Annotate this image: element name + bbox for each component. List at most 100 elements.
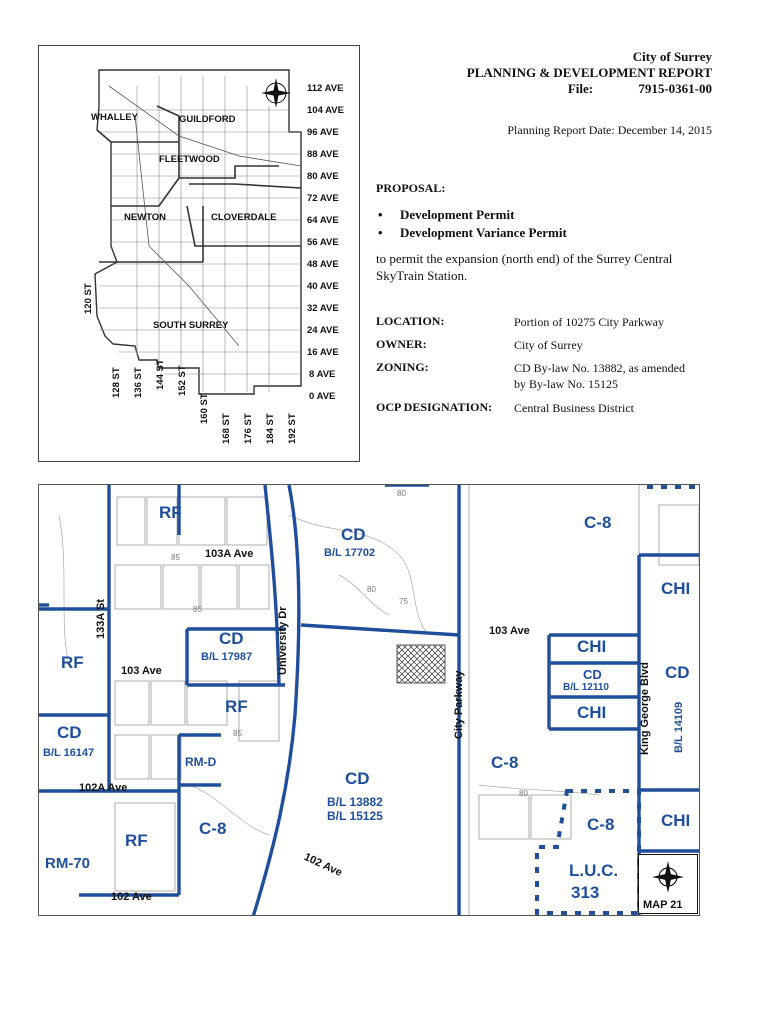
zone-rf-mid: RF [225, 697, 248, 716]
district-fleetwood: FLEETWOOD [159, 154, 220, 165]
street-144: 144 ST [155, 359, 166, 390]
avenue-72: 72 AVE [307, 193, 339, 204]
zone-cd-b-bylaw: B/L 12110 [563, 682, 609, 693]
street-103-ave-left: 103 Ave [121, 665, 162, 677]
zoning-value-2: by By-law No. 15125 [514, 377, 618, 391]
avenue-80: 80 AVE [307, 171, 339, 182]
proposal-heading: PROPOSAL: [376, 181, 446, 195]
avenue-56: 56 AVE [307, 237, 339, 248]
proposal-item: Development Permit [376, 206, 567, 224]
avenue-104: 104 AVE [307, 105, 344, 116]
street-103-ave-right: 103 Ave [489, 625, 530, 637]
zone-c8-mid: C-8 [491, 753, 519, 772]
avenue-96: 96 AVE [307, 127, 339, 138]
report-header: City of Surrey PLANNING & DEVELOPMENT RE… [467, 49, 712, 97]
contour-lines [58, 514, 600, 836]
proposal-list: Development Permit Development Variance … [376, 206, 567, 242]
zone-cd-b: CD [583, 667, 602, 682]
district-whalley: WHALLEY [91, 112, 138, 123]
avenue-112: 112 AVE [307, 83, 344, 94]
zone-luc-2: 313 [571, 883, 600, 902]
avenue-40: 40 AVE [307, 281, 339, 292]
luc-boundary [535, 789, 641, 915]
contour-label: 85 [193, 605, 202, 614]
street-133a-st: 133A St [95, 599, 107, 639]
contour-label: 80 [519, 789, 528, 798]
contour-label: 80 [397, 489, 406, 498]
zone-chi-low-right: CHI [661, 811, 691, 830]
zone-cd-mid-left: CD [219, 629, 244, 648]
contour-label: 85 [233, 729, 242, 738]
street-king-george-blvd: King George Blvd [639, 662, 651, 755]
district-guildford: GUILDFORD [179, 114, 236, 125]
map-number: MAP 21 [643, 899, 683, 911]
ocp-label: OCP DESIGNATION: [376, 400, 493, 414]
contour-label: 75 [399, 597, 408, 606]
street-103a-ave: 103A Ave [205, 548, 254, 560]
zone-cd-top: CD [341, 525, 366, 544]
district-south-surrey: SOUTH SURREY [153, 320, 229, 331]
file-label: File: [567, 81, 594, 96]
street-184: 184 ST [265, 413, 276, 444]
zone-rm70: RM-70 [45, 855, 91, 872]
street-160: 160 ST [199, 393, 210, 424]
report-title: PLANNING & DEVELOPMENT REPORT [466, 65, 712, 80]
key-map-compass-icon [261, 78, 291, 108]
zoning-value-1: CD By-law No. 13882, as amended [514, 361, 685, 375]
zone-chi-a: CHI [577, 637, 607, 656]
avenue-32: 32 AVE [307, 303, 339, 314]
zone-cd-center-bylaw-2: B/L 15125 [327, 809, 383, 823]
district-newton: NEWTON [124, 212, 167, 223]
street-168: 168 ST [221, 413, 232, 444]
subject-site [396, 644, 446, 684]
zone-c8-right: C-8 [587, 815, 615, 834]
north-arrow-icon [652, 861, 684, 893]
street-102a-ave: 102A Ave [79, 782, 128, 794]
street-120: 120 ST [83, 283, 94, 314]
ocp-value: Central Business District [514, 401, 634, 415]
parcel-lines [114, 485, 699, 915]
avenue-88: 88 AVE [307, 149, 339, 160]
proposal-item: Development Variance Permit [376, 224, 567, 242]
avenue-0: 0 AVE [309, 391, 336, 402]
street-136: 136 ST [133, 367, 144, 398]
location-label: LOCATION: [376, 314, 445, 328]
zone-cd-top-bylaw: B/L 17702 [324, 547, 376, 559]
zone-chi-top-right: CHI [661, 579, 691, 598]
zoning-map: RF CD B/L 17702 C-8 CHI CD B/L 17987 RF … [38, 484, 700, 916]
zone-cd-left: CD [57, 723, 82, 742]
zone-cd-center-bylaw-1: B/L 13882 [327, 795, 383, 809]
contour-label: 85 [171, 553, 180, 562]
map-badge: MAP 21 [638, 854, 698, 914]
zone-chi-b: CHI [577, 703, 607, 722]
street-152: 152 ST [177, 365, 188, 396]
contour-label: 80 [367, 585, 376, 594]
owner-value: City of Surrey [514, 338, 583, 352]
avenue-8: 8 AVE [309, 369, 336, 380]
proposal-description: to permit the expansion (north end) of t… [376, 251, 673, 283]
zone-rf-left: RF [61, 653, 84, 672]
district-cloverdale: CLOVERDALE [211, 212, 277, 223]
zone-luc-1: L.U.C. [569, 861, 619, 880]
zone-rf-low: RF [125, 831, 148, 850]
street-128: 128 ST [111, 367, 122, 398]
key-map-drawing [94, 69, 302, 395]
zone-cd-right: CD [665, 663, 690, 682]
key-map-outline [94, 69, 302, 395]
street-102-ave-low: 102 Ave [111, 891, 152, 903]
street-176: 176 ST [243, 413, 254, 444]
file-line: File: 7915-0361-00 [467, 81, 712, 97]
street-university-dr: University Dr [277, 606, 289, 675]
zone-cd-center: CD [345, 769, 370, 788]
avenue-24: 24 AVE [307, 325, 339, 336]
city-name: City of Surrey [632, 49, 712, 64]
avenue-64: 64 AVE [307, 215, 339, 226]
zone-rmd: RM-D [185, 755, 217, 769]
avenue-48: 48 AVE [307, 259, 339, 270]
street-city-parkway: City Parkway [453, 670, 465, 739]
avenue-16: 16 AVE [307, 347, 339, 358]
zone-rf-top: RF [159, 503, 182, 522]
owner-label: OWNER: [376, 337, 427, 351]
zone-c8-top: C-8 [584, 513, 612, 532]
zone-cd-left-bylaw: B/L 16147 [43, 747, 95, 759]
